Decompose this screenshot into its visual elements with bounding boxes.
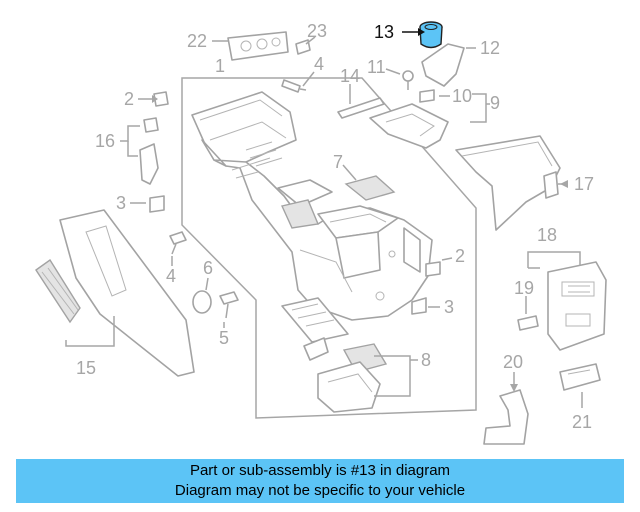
bracket-16-lower bbox=[139, 143, 159, 185]
lower-storage-parts bbox=[281, 297, 388, 413]
bracket-12 bbox=[421, 43, 465, 87]
info-banner: Part or sub-assembly is #13 in diagram D… bbox=[16, 459, 624, 503]
switch-bezel bbox=[227, 31, 289, 61]
callout-19: 19 bbox=[514, 278, 534, 298]
callout-2-left: 2 bbox=[124, 89, 134, 109]
callout-22: 22 bbox=[187, 31, 207, 51]
cup-holder-insert-highlighted bbox=[419, 21, 443, 49]
cap-plug-6 bbox=[192, 290, 212, 314]
callout-3-right: 3 bbox=[444, 297, 454, 317]
callout-10: 10 bbox=[452, 86, 472, 106]
rubber-mat-7 bbox=[344, 175, 396, 201]
callout-9: 9 bbox=[490, 93, 500, 113]
callout-14: 14 bbox=[340, 66, 360, 86]
callout-20: 20 bbox=[503, 352, 523, 372]
center-console bbox=[191, 91, 433, 321]
callout-7: 7 bbox=[333, 152, 343, 172]
callout-1: 1 bbox=[215, 56, 225, 76]
screw-4-left bbox=[169, 231, 187, 255]
callout-16: 16 bbox=[95, 131, 115, 151]
screw-5 bbox=[219, 291, 239, 319]
callout-2-right: 2 bbox=[455, 246, 465, 266]
callout-4-left: 4 bbox=[166, 266, 176, 286]
callout-13: 13 bbox=[374, 22, 394, 42]
callout-17: 17 bbox=[574, 174, 594, 194]
usb-module-21 bbox=[559, 363, 601, 391]
clip-3-left bbox=[149, 195, 165, 213]
air-duct-20 bbox=[483, 389, 529, 445]
callout-15: 15 bbox=[76, 358, 96, 378]
callout-3-left: 3 bbox=[116, 193, 126, 213]
callout-5: 5 bbox=[219, 328, 229, 348]
screw-4-top bbox=[281, 79, 307, 93]
clip-2-right bbox=[425, 261, 441, 277]
callout-6: 6 bbox=[203, 258, 213, 278]
callout-23: 23 bbox=[307, 21, 327, 41]
clip-2-left bbox=[153, 91, 169, 107]
clip-16-upper bbox=[143, 117, 159, 133]
callout-12: 12 bbox=[480, 38, 500, 58]
screw-11 bbox=[402, 70, 414, 90]
trim-strip-14 bbox=[337, 97, 385, 119]
clip-10 bbox=[419, 89, 435, 103]
clip-3-right bbox=[411, 297, 427, 315]
armrest-lid bbox=[455, 135, 561, 231]
parts-diagram: 22 23 1 4 14 11 13 12 10 9 2 16 7 17 3 1… bbox=[35, 21, 607, 445]
banner-line-2: Diagram may not be specific to your vehi… bbox=[174, 482, 466, 499]
callout-4-top: 4 bbox=[314, 54, 324, 74]
callout-18: 18 bbox=[537, 225, 557, 245]
banner-line-1: Part or sub-assembly is #13 in diagram bbox=[189, 462, 451, 479]
callout-8: 8 bbox=[421, 350, 431, 370]
callout-11: 11 bbox=[367, 57, 386, 77]
callout-21: 21 bbox=[572, 412, 592, 432]
clip-19 bbox=[517, 315, 539, 331]
storage-tray-9 bbox=[369, 103, 449, 149]
side-trim-panel bbox=[35, 209, 195, 377]
rear-vent-assembly bbox=[547, 261, 607, 351]
